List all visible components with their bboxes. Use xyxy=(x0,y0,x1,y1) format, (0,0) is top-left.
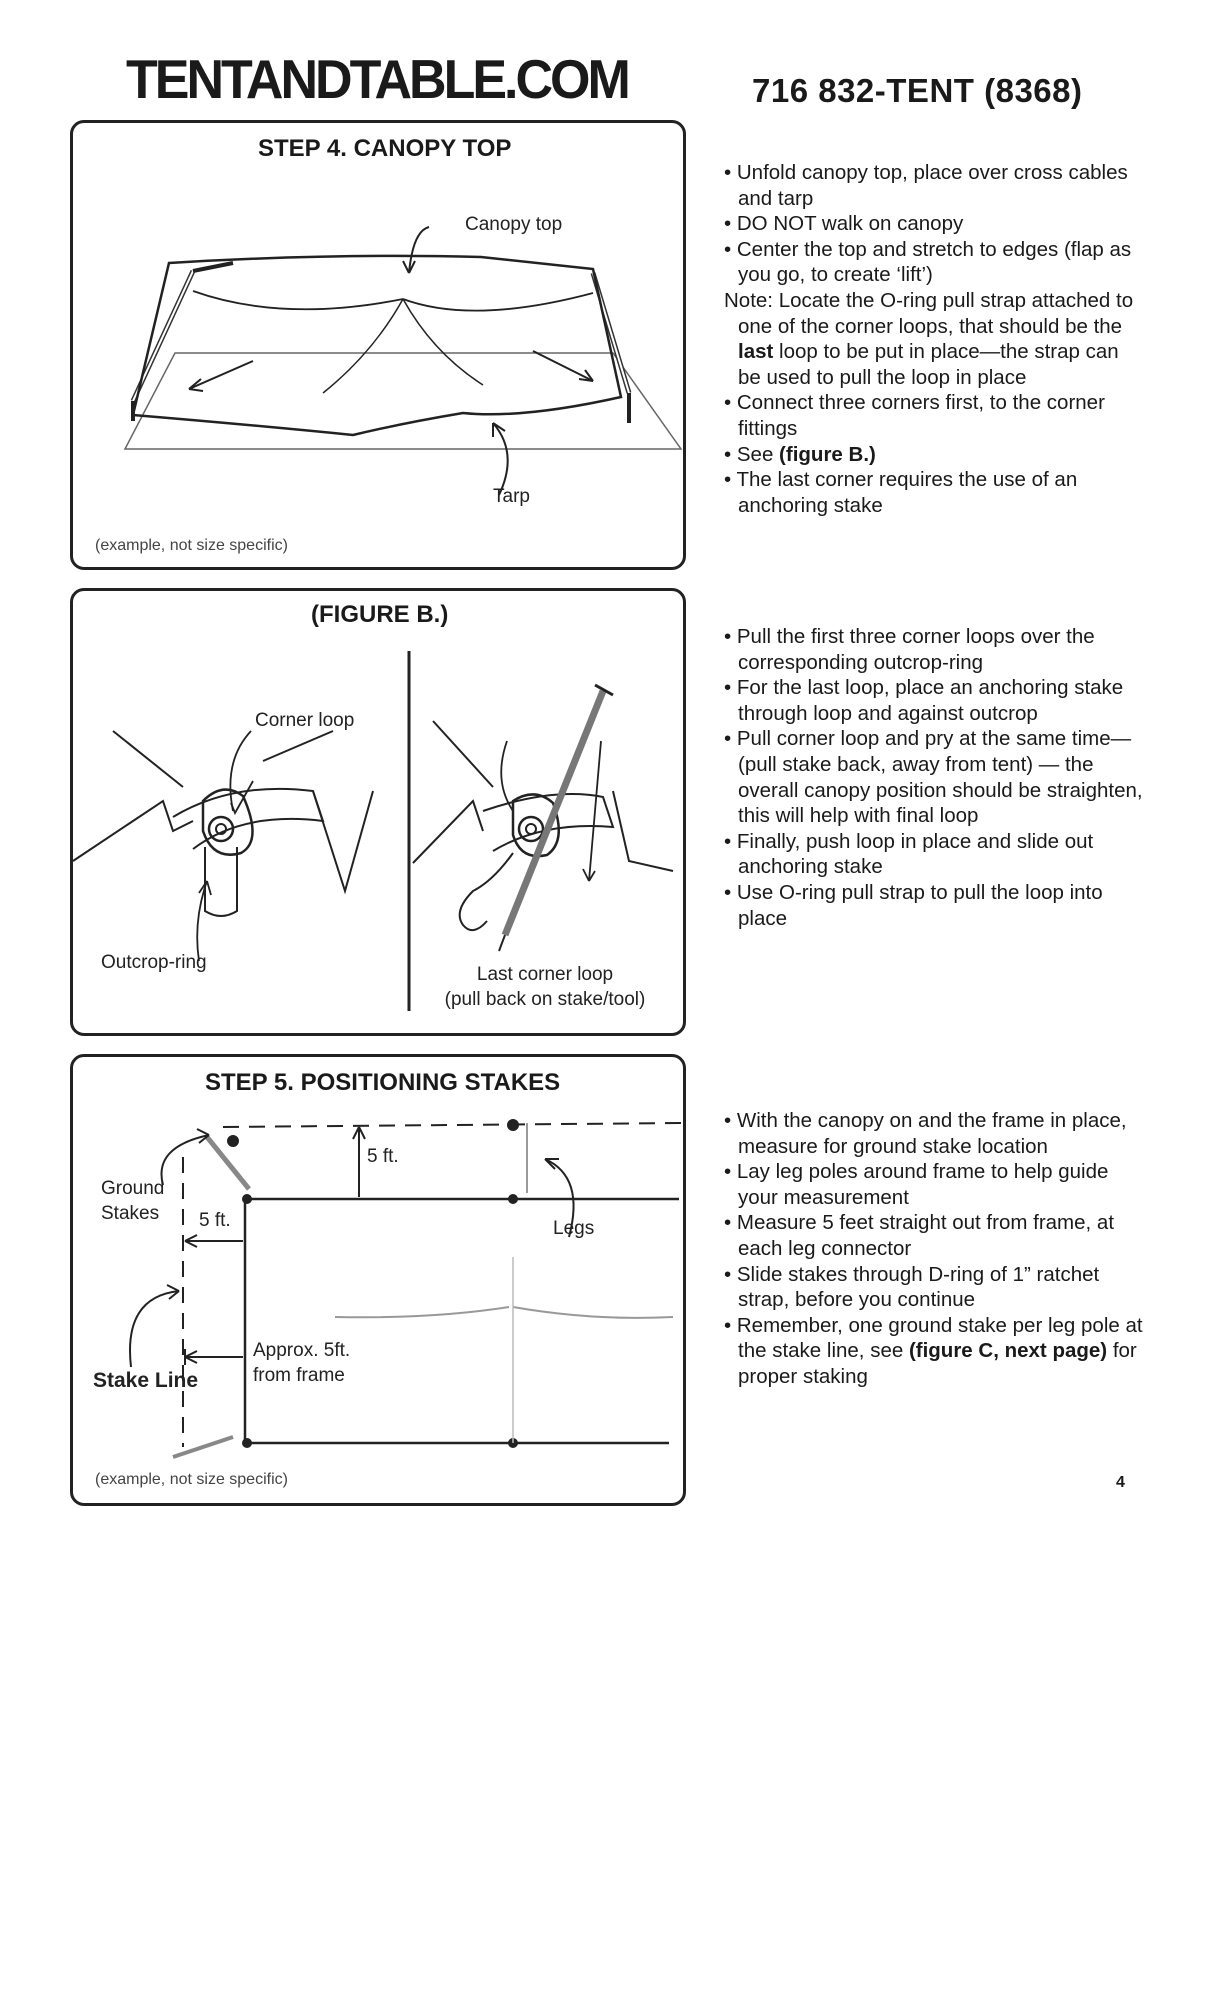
step5-notes: • With the canopy on and the frame in pl… xyxy=(724,1108,1144,1390)
oring-note-suffix: loop to be put in place—the strap can be… xyxy=(738,340,1119,389)
figure-b-title: (FIGURE B.) xyxy=(311,601,449,628)
last-corner-line2: (pull back on stake/tool) xyxy=(444,988,646,1010)
step5-note-4: • Slide stakes through D-ring of 1” ratc… xyxy=(724,1262,1100,1312)
site-logo: TENTANDTABLE.COM xyxy=(126,49,631,111)
remember-suffix: for proper staking xyxy=(738,1339,1137,1388)
figb-note-5: • Use O-ring pull strap to pull the loop… xyxy=(724,880,1103,930)
step5-note-remember: • Remember, one ground stake per leg pol… xyxy=(724,1313,1144,1390)
canopy-top-label: Canopy top xyxy=(465,214,563,235)
see-figure-b: (figure B.) xyxy=(779,442,876,466)
legs-label: Legs xyxy=(553,1218,595,1239)
last-corner-line1: Last corner loop xyxy=(476,964,614,985)
figb-note-3: • Pull corner loop and pry at the same t… xyxy=(724,727,1143,828)
corner-loop-label: Corner loop xyxy=(255,710,355,731)
step4-note-1: • Unfold canopy top, place over cross ca… xyxy=(724,161,1128,210)
figb-note-2: • For the last loop, place an anchoring … xyxy=(724,676,1124,725)
page-number: 4 xyxy=(1116,1474,1125,1491)
step4-panel: STEP 4. CANOPY TOP xyxy=(70,120,686,570)
stake-line-label: Stake Line xyxy=(93,1369,199,1392)
oring-note-prefix: Note: Locate the O-ring pull strap attac… xyxy=(724,288,1134,338)
outcrop-ring-label: Outcrop-ring xyxy=(101,952,207,973)
step5-panel: STEP 5. POSITIONING STAKES xyxy=(70,1054,686,1506)
canopy-illustration xyxy=(123,226,683,496)
see-prefix: • See xyxy=(724,442,780,466)
step5-note-1: • With the canopy on and the frame in pl… xyxy=(724,1109,1127,1158)
step4-note-3: • Center the top and stretch to edges (f… xyxy=(724,237,1132,287)
remember-prefix: • Remember, one ground stake per leg pol… xyxy=(724,1313,1143,1363)
step4-notes: • Unfold canopy top, place over cross ca… xyxy=(724,160,1144,518)
step5-note-2: • Lay leg poles around frame to help gui… xyxy=(724,1160,1109,1209)
approx-line1: Approx. 5ft. xyxy=(253,1340,351,1361)
approx-line2: from frame xyxy=(253,1364,345,1386)
phone-number: 716 832-TENT (8368) xyxy=(752,72,1083,109)
step4-note-2: • DO NOT walk on canopy xyxy=(724,212,964,236)
figb-note-4: • Finally, push loop in place and slide … xyxy=(724,829,1094,879)
five-ft-top-label: 5 ft. xyxy=(367,1146,399,1167)
step4-note-see: • See (figure B.) xyxy=(724,442,1144,468)
last-corner-label: Last corner loop (pull back on stake/too… xyxy=(425,963,665,1012)
ground-stakes-line2: Stakes xyxy=(101,1202,160,1224)
step4-note-oring: Note: Locate the O-ring pull strap attac… xyxy=(724,288,1144,390)
stake-position-illustration xyxy=(129,1119,683,1459)
figb-note-1: • Pull the first three corner loops over… xyxy=(724,625,1095,674)
step4-title: STEP 4. CANOPY TOP xyxy=(258,135,512,162)
step4-note-last: • The last corner requires the use of an… xyxy=(724,468,1078,517)
figure-b-notes: • Pull the first three corner loops over… xyxy=(724,624,1144,931)
ground-stakes-label: Ground Stakes xyxy=(101,1177,164,1226)
step4-caption: (example, not size specific) xyxy=(95,537,288,554)
step4-note-corners: • Connect three corners first, to the co… xyxy=(724,391,1105,440)
figure-b-panel: (FIGURE B.) xyxy=(70,588,686,1036)
step5-title: STEP 5. POSITIONING STAKES xyxy=(205,1069,561,1096)
corner-loop-illustration xyxy=(73,651,674,1011)
oring-note-bold: last xyxy=(738,340,774,364)
remember-figure-c: (figure C, next page) xyxy=(908,1339,1108,1363)
step5-caption: (example, not size specific) xyxy=(95,1471,288,1488)
approx-5ft-label: Approx. 5ft. from frame xyxy=(253,1339,350,1388)
five-ft-left-label: 5 ft. xyxy=(199,1210,231,1231)
step5-note-3: • Measure 5 feet straight out from frame… xyxy=(724,1211,1115,1260)
tarp-label: Tarp xyxy=(493,486,530,507)
ground-stakes-line1: Ground xyxy=(101,1178,165,1199)
